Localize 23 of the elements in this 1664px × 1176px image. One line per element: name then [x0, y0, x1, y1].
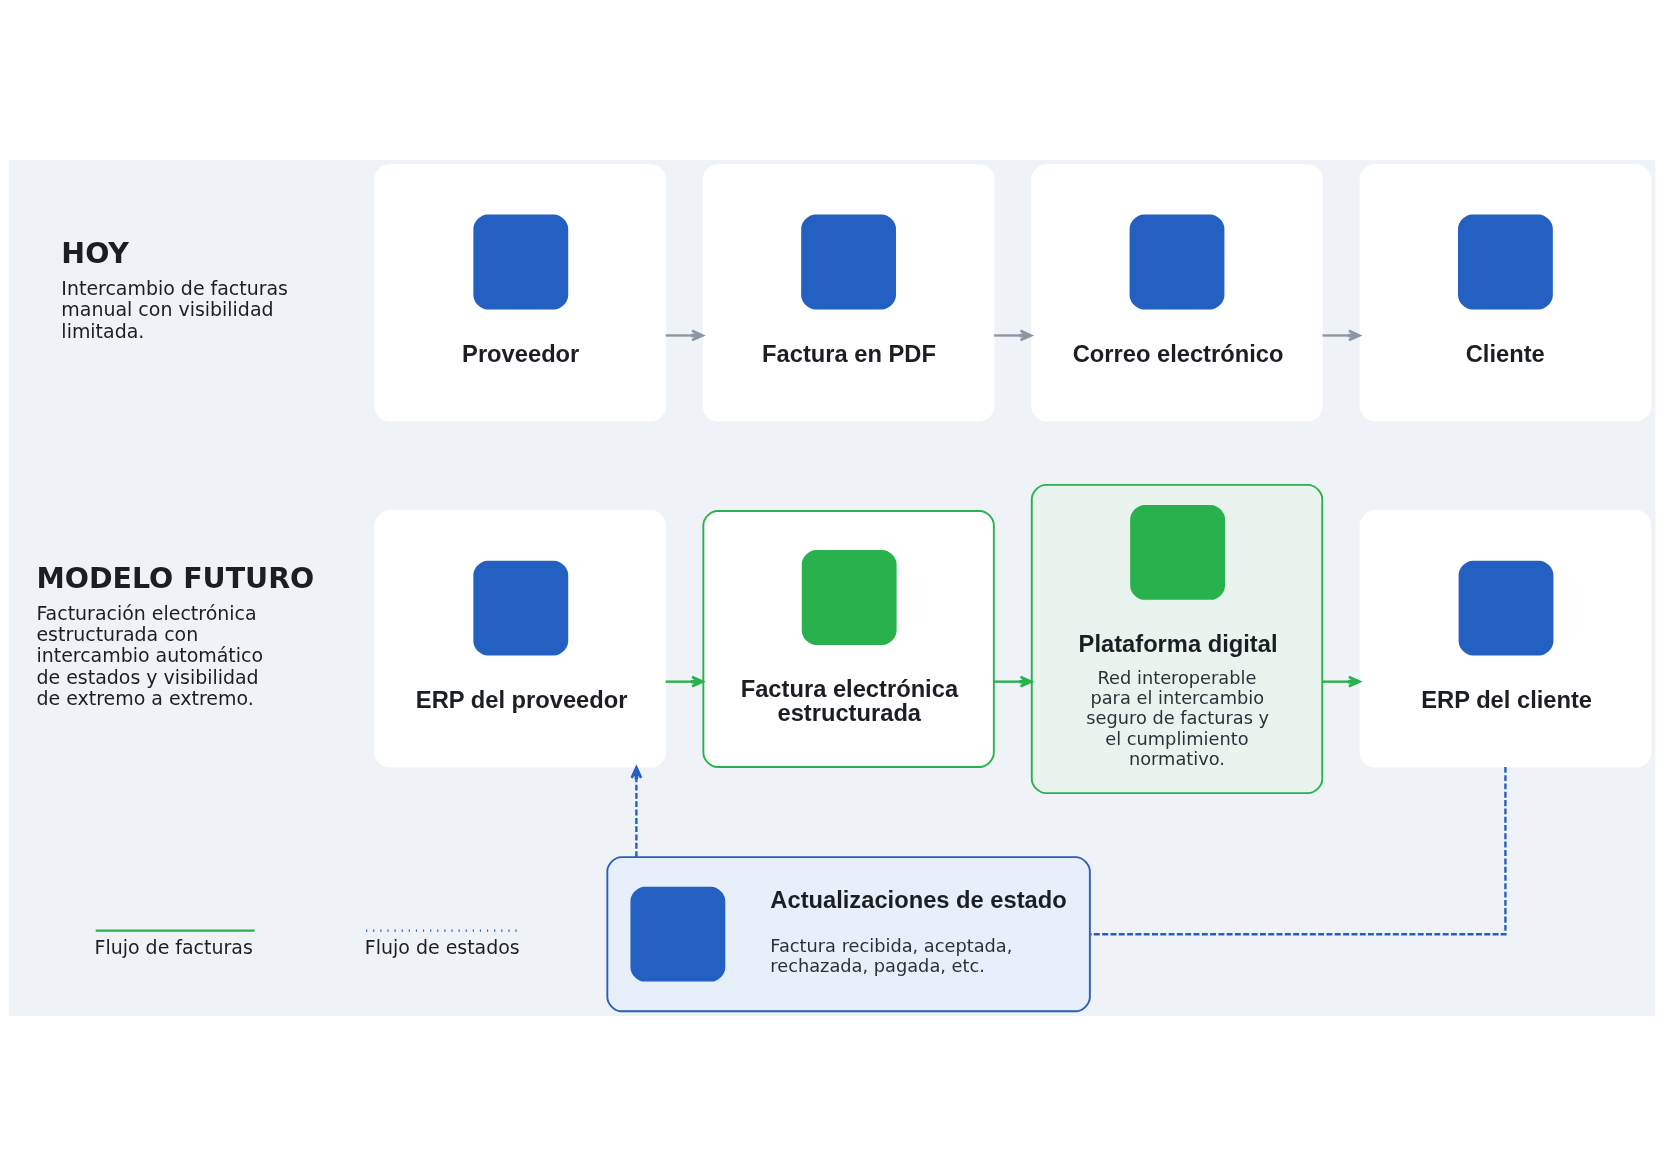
node-box: Correo electrónico [1031, 164, 1323, 422]
arrow [1322, 675, 1361, 688]
node-box: ERP del cliente [1359, 510, 1652, 768]
node-box: Plataforma digital Red interoperable para el intercambio seguro de facturas y el cumplimiento normativo. [1030, 483, 1324, 795]
node-box: Factura en PDF [702, 164, 995, 422]
arrow [1322, 329, 1361, 342]
arrow [994, 329, 1033, 342]
legend-label: Flujo de estados [364, 936, 520, 959]
legend-label: Flujo de facturas [94, 936, 253, 959]
arrow [665, 675, 705, 688]
label: Intercambio de facturas manual con visibilidad limitada. [61, 276, 288, 342]
connector [1090, 767, 1507, 936]
node-box: Actualizaciones de estado Factura recibida, aceptada, rechazada, pagada, etc. [606, 856, 1091, 1013]
node-box: Factura electrónica estructurada [702, 510, 995, 768]
node-box: Cliente [1359, 164, 1652, 422]
arrow [994, 675, 1033, 688]
arrow [630, 765, 643, 857]
label: HOY [61, 237, 129, 271]
label: MODELO FUTURO [36, 562, 315, 596]
node-box: ERP del proveedor [374, 510, 666, 768]
node-box: Proveedor [374, 164, 666, 422]
arrow [665, 329, 705, 342]
label: Facturación electrónica estructurada con intercambio automático de estados y visibilidad de extremo a extremo. [36, 601, 264, 710]
